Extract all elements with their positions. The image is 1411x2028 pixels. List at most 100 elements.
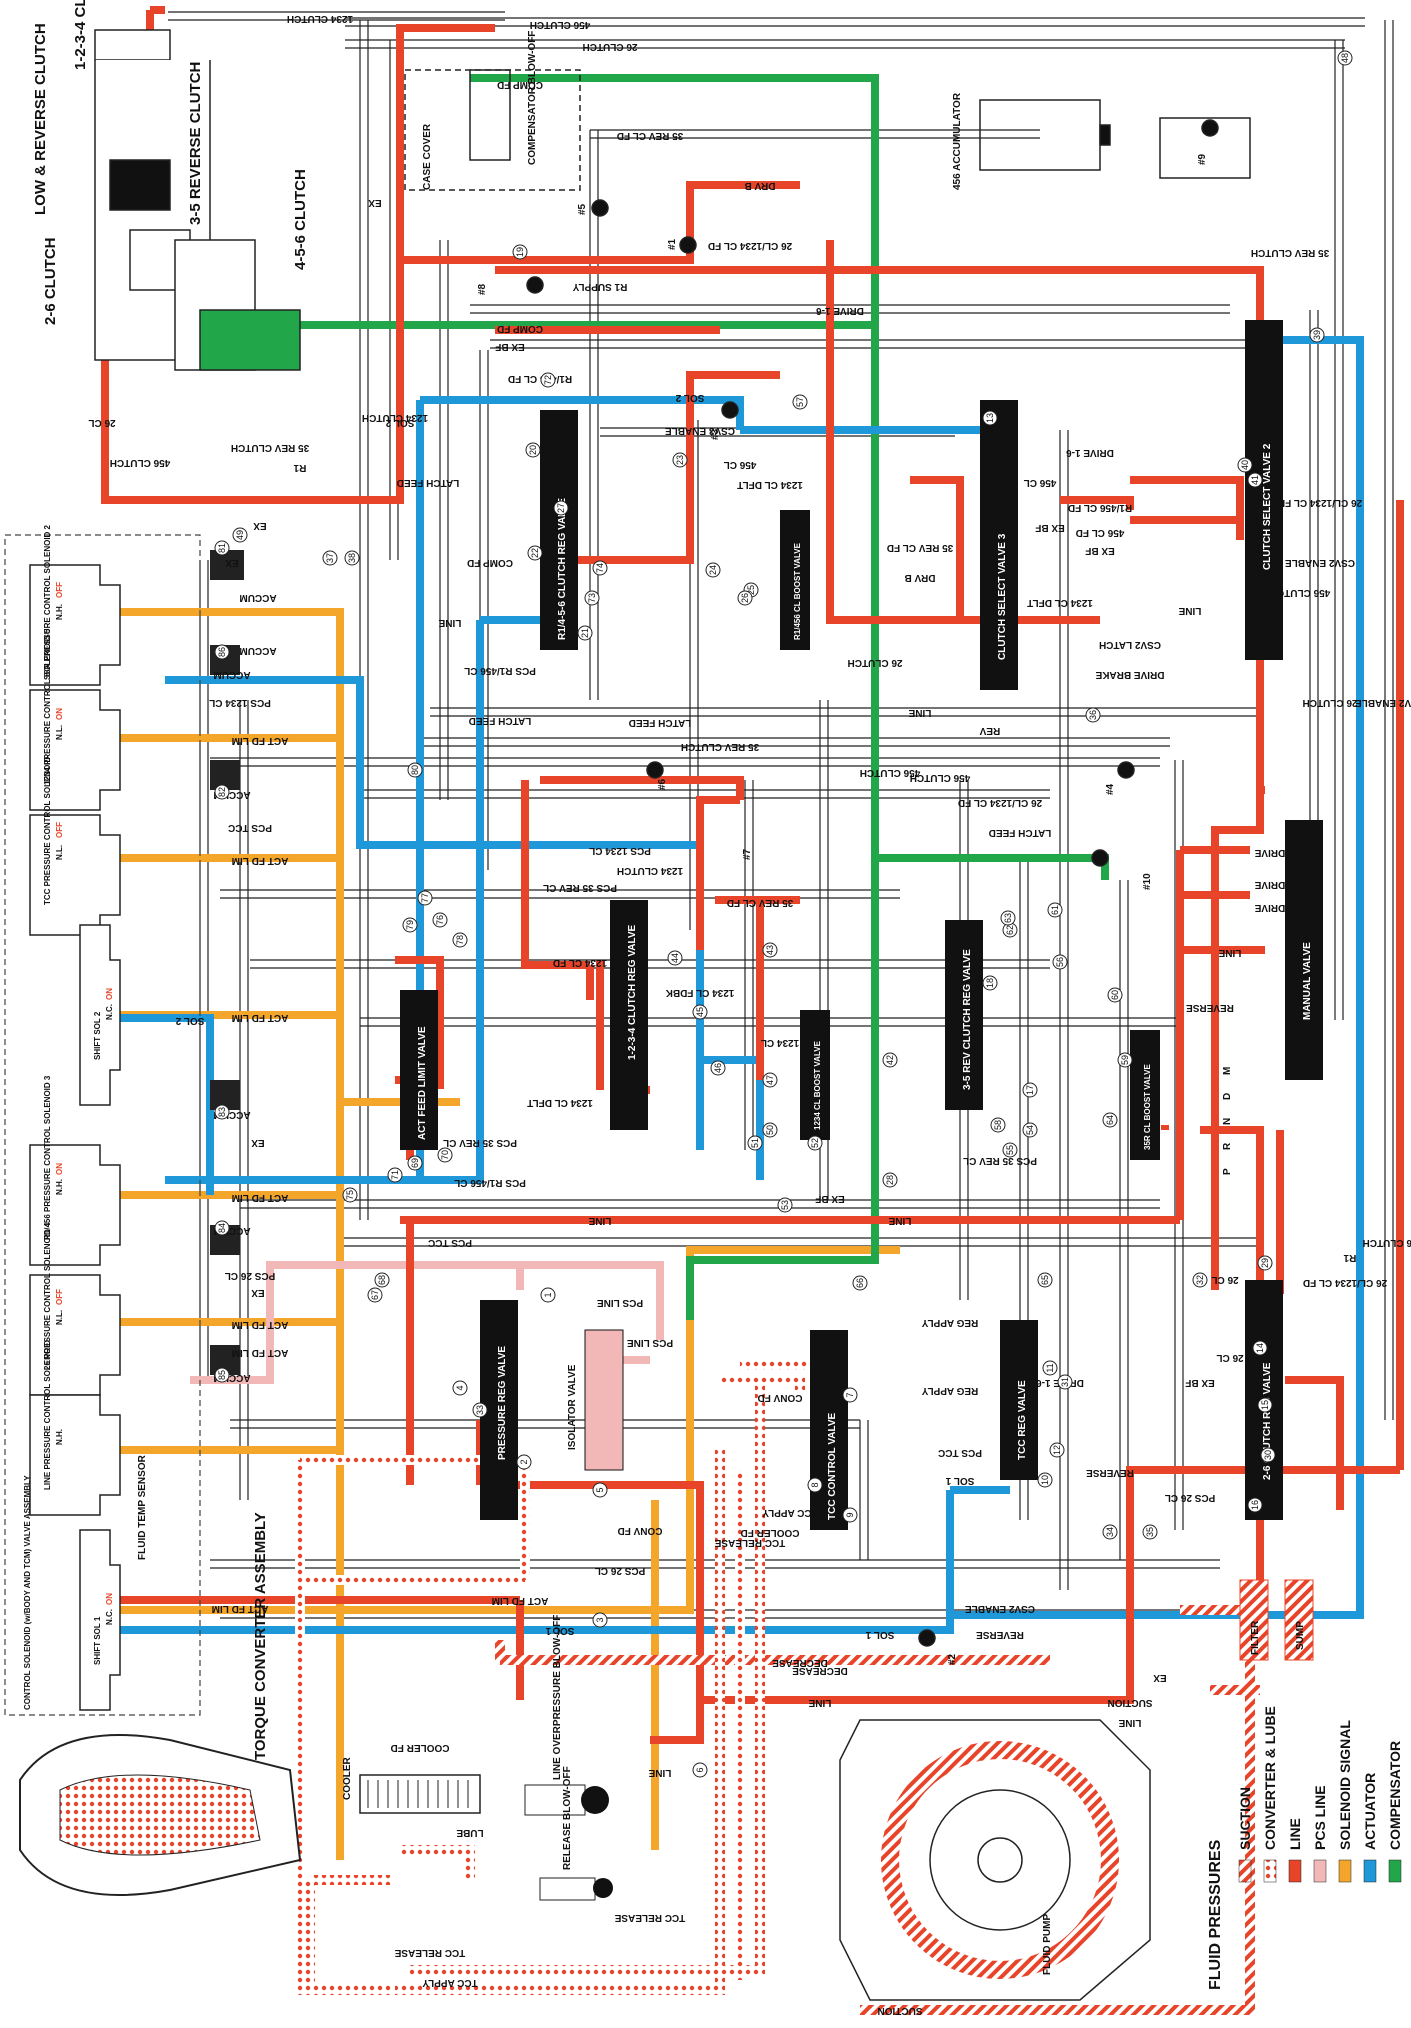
passage-label: SOL 1 [945, 1475, 974, 1486]
orifice-number: 55 [1005, 1145, 1015, 1155]
orifice-circle [232, 527, 248, 543]
orifice-circle [852, 1275, 868, 1291]
passage-label: ACT FD LIM [232, 1192, 289, 1203]
orifice-circle [387, 1167, 403, 1183]
orifice-number: 13 [985, 413, 995, 423]
orifice-number: 46 [713, 1063, 723, 1073]
passage-label: ACCUM [239, 645, 276, 656]
passage-label: SOL 2 [385, 417, 414, 428]
passage-label: 1234 CL FDBK [665, 987, 735, 998]
passage-label: 1234 CL FD [553, 957, 607, 968]
checkball-label-2: #2 [947, 1653, 958, 1665]
orifice-circle [214, 784, 230, 800]
orifice-number: 64 [1105, 1115, 1115, 1125]
checkball-6 [646, 761, 664, 779]
orifice-circle [1260, 1447, 1276, 1463]
orifice-circle [762, 942, 778, 958]
passage-label: DRIVE 1-6 [1066, 447, 1114, 458]
passage-label: 35 REV CL FD [617, 130, 684, 141]
passage-label: COOLER FD [741, 1527, 800, 1538]
orifice-circle [747, 1135, 763, 1151]
title-26-clutch: 2-6 CLUTCH [42, 237, 59, 325]
orifice-circle [367, 1287, 383, 1303]
label-r1-456-reg: R1/4-5-6 CLUTCH REG VALVE [557, 498, 568, 640]
misc-components [404, 69, 1251, 1647]
passage-label: R1/456 CL FD [508, 373, 572, 384]
passage-label: LINE [1218, 947, 1241, 958]
sol-1234-status: ON [55, 708, 64, 720]
acc456-housing [979, 99, 1101, 171]
orifice-number: 16 [1250, 1500, 1260, 1510]
sump-box [1284, 1579, 1314, 1661]
passage-label: 1234 CL DFLT [1027, 597, 1093, 608]
checkball-4 [1117, 761, 1135, 779]
suction-passages [495, 1605, 1265, 2015]
orifice-circle [1037, 1472, 1053, 1488]
orifice-circle [1142, 1524, 1158, 1540]
r1-boost-valve-body [780, 510, 810, 650]
orifice-circle [882, 1172, 898, 1188]
sol-1234-nstate: N.L. [55, 725, 64, 740]
orifice-number: 6 [695, 1767, 705, 1772]
passage-label: R1/456 CL FD [1068, 502, 1132, 513]
orifice-number: 2 [519, 1459, 529, 1464]
title-case-cover: CASE COVER [422, 123, 433, 190]
orifice-circle [1022, 1122, 1038, 1138]
passage-label: PCS 35 REV CL [963, 1155, 1037, 1166]
tcc-control-valve-body [810, 1330, 848, 1530]
passage-label: SOL 1 [865, 1629, 894, 1640]
passage-label: ACCUM [239, 592, 276, 603]
passage-label: ACT FD LIM [232, 1347, 289, 1358]
checkball-3 [721, 401, 739, 419]
orifice-number: 33 [475, 1405, 485, 1415]
passage-label: PCS 1234 CL [209, 697, 271, 708]
orifice-circle [407, 1155, 423, 1171]
orifice-number: 48 [1340, 53, 1350, 63]
passage-label: 456 CL [724, 459, 757, 470]
title-torque-converter: TORQUE CONVERTER ASSEMBLY [252, 1512, 269, 1760]
legend-swatch-suction [1238, 1859, 1252, 1883]
orifice-circle [437, 1147, 453, 1163]
passage-label: REVERSE [1186, 1002, 1234, 1013]
orifice-number: 75 [345, 1190, 355, 1200]
line-op-ball [581, 1786, 609, 1814]
orifice-number: 85 [217, 1370, 227, 1380]
orifice-number: 54 [1025, 1125, 1035, 1135]
orifice-number: 32 [1195, 1275, 1205, 1285]
passage-label: EX BF [495, 341, 524, 352]
passage-label: DRIVE [1254, 847, 1285, 858]
orifice-circle [1042, 1360, 1058, 1376]
passage-label: DECREASE [792, 1665, 848, 1676]
passage-label: 456 CLUTCH [1270, 587, 1331, 598]
converter-lube-passages [295, 1360, 820, 1995]
passage-label: LINE [1178, 605, 1201, 616]
orifice-number: 68 [377, 1275, 387, 1285]
orifice-circle [1309, 327, 1325, 343]
passage-label: EX BF [1085, 545, 1114, 556]
checkball-10 [1091, 849, 1109, 867]
orifice-circle [1192, 1272, 1208, 1288]
orifice-circle [882, 1052, 898, 1068]
checkball-label-3: #3 [710, 428, 721, 440]
clutch-packs [94, 29, 301, 371]
passage-label: CSV3 ENABLE [665, 425, 735, 436]
passage-label: 456 CLUTCH [110, 457, 171, 468]
title-filter: FILTER [1250, 1620, 1261, 1655]
orifice-number: 11 [1045, 1363, 1055, 1372]
orifice-number: 21 [580, 628, 590, 638]
sol-r1456-nstate: N.H. [55, 1179, 64, 1195]
orifice-number: 81 [217, 543, 227, 553]
orifice-number: 41 [1250, 475, 1260, 485]
passage-label: ACT FD LIM [232, 1012, 289, 1023]
label-pressure-reg: PRESSURE REG VALVE [497, 1346, 508, 1460]
orifice-circle [705, 562, 721, 578]
orifice-number: 84 [217, 1223, 227, 1233]
passage-label: SOL 2 [675, 392, 704, 403]
solenoid-assembly-border [4, 534, 201, 1716]
prndm-n: N [1222, 1118, 1233, 1125]
cooler [359, 1774, 481, 1814]
orifice-number: 61 [1050, 905, 1060, 915]
checkball-1 [679, 236, 697, 254]
title-control-solenoid-assembly: CONTROL SOLENOID (w/BODY AND TCM) VALVE … [23, 1475, 32, 1710]
